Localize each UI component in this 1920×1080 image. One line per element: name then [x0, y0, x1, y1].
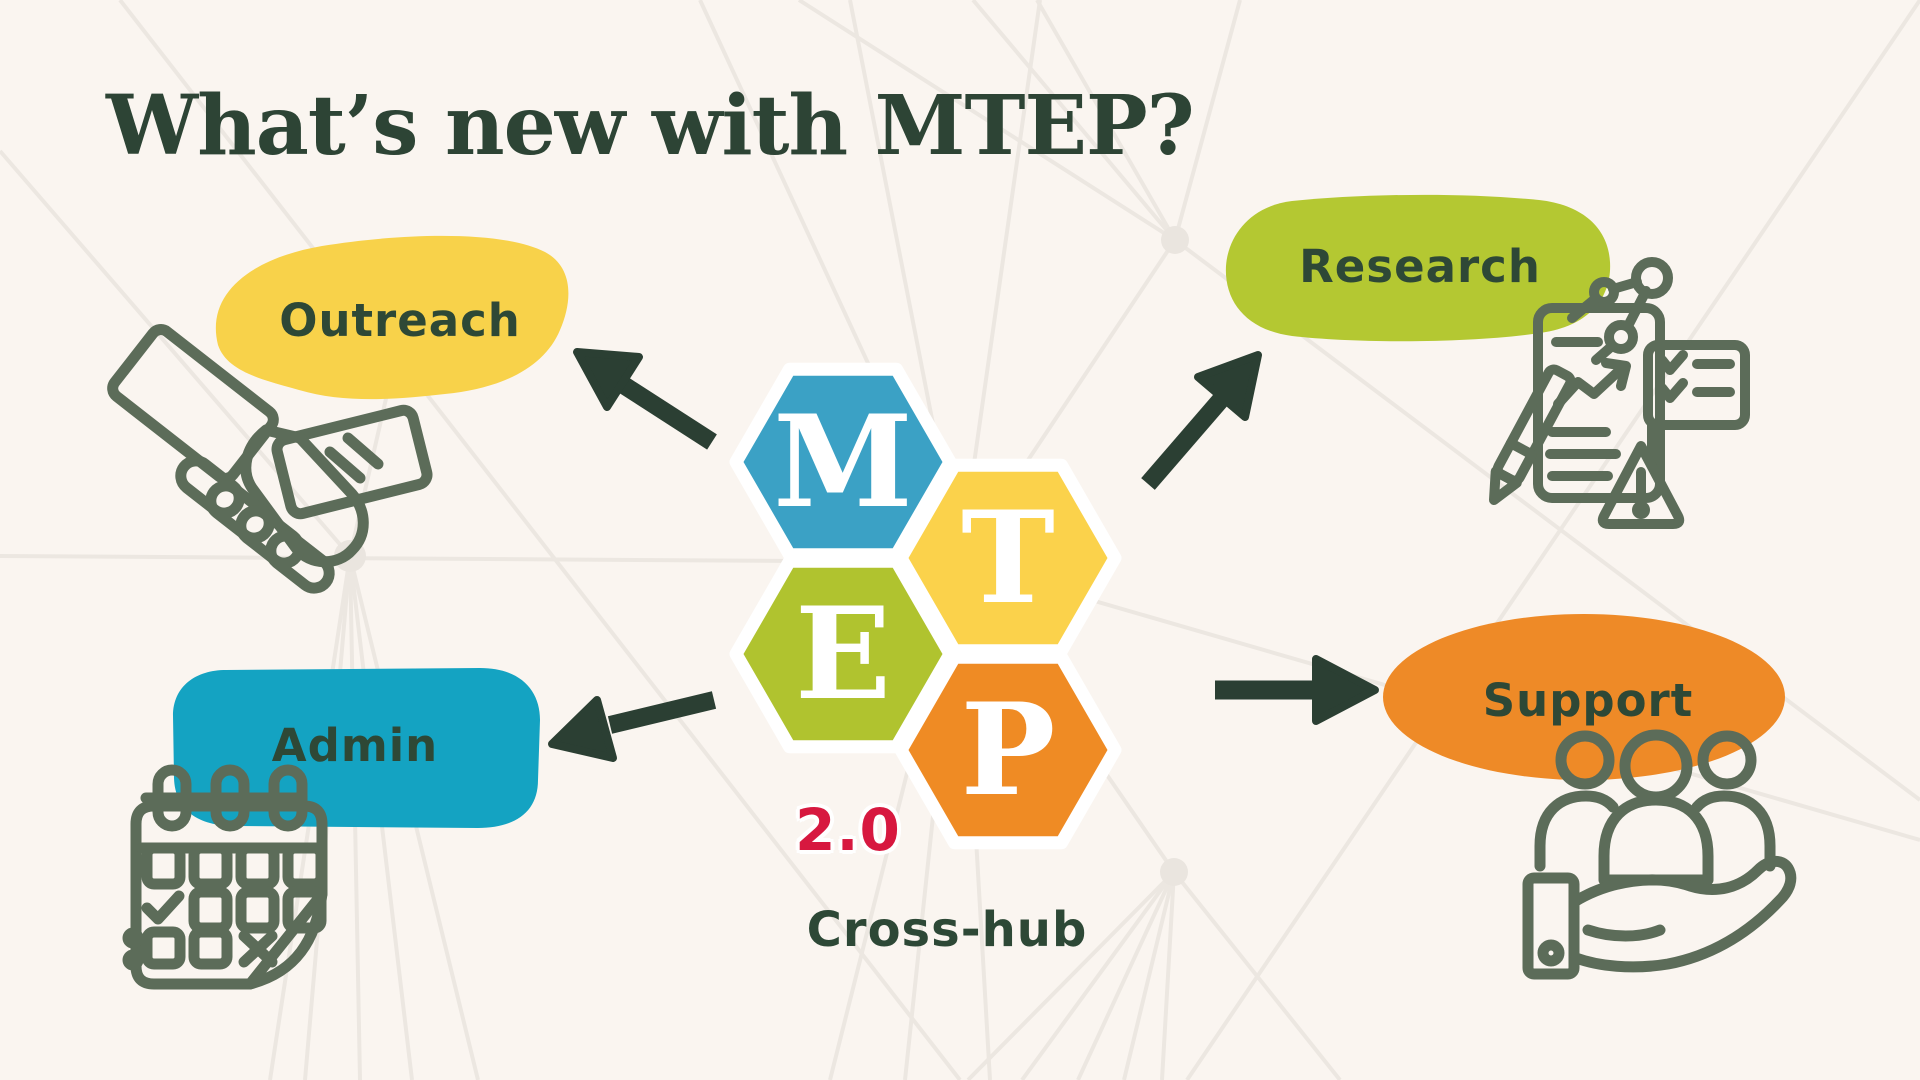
- hex-letter-p: P: [960, 676, 1056, 824]
- outreach-label: Outreach: [279, 294, 521, 347]
- hex-letter-t: T: [961, 484, 1055, 632]
- hexagon-cluster: [729, 362, 1122, 850]
- arrows: [548, 348, 1379, 762]
- research-clipboard-icon: [1489, 257, 1750, 529]
- hex-letter-m: M: [773, 388, 913, 536]
- admin-blob: [173, 668, 540, 828]
- calendar-icon: [122, 764, 328, 990]
- handshake-icon: [107, 324, 433, 594]
- hexagon-p: [894, 650, 1122, 850]
- hex-letter-e: E: [794, 580, 892, 728]
- warning-triangle-icon: [1597, 441, 1685, 529]
- pen-icon: [1489, 364, 1576, 505]
- center-caption: Cross-hub: [806, 902, 1088, 958]
- people-in-hand-icon: [1522, 729, 1797, 980]
- support-label: Support: [1482, 674, 1694, 727]
- arrow-to-research: [1141, 351, 1262, 490]
- arrow-to-support: [1215, 655, 1379, 725]
- checklist-card-icon: [1643, 340, 1750, 467]
- research-blob: [1225, 194, 1611, 342]
- outreach-blob: [215, 235, 569, 400]
- arrow-to-admin: [548, 691, 717, 762]
- arrow-to-outreach: [573, 348, 717, 450]
- molecule-icon: [1567, 257, 1673, 365]
- support-blob: [1383, 614, 1785, 780]
- page-title: What’s new with MTEP?: [106, 78, 1195, 174]
- admin-label: Admin: [271, 719, 439, 772]
- research-label: Research: [1299, 240, 1541, 293]
- version-badge: 2.0: [795, 796, 901, 864]
